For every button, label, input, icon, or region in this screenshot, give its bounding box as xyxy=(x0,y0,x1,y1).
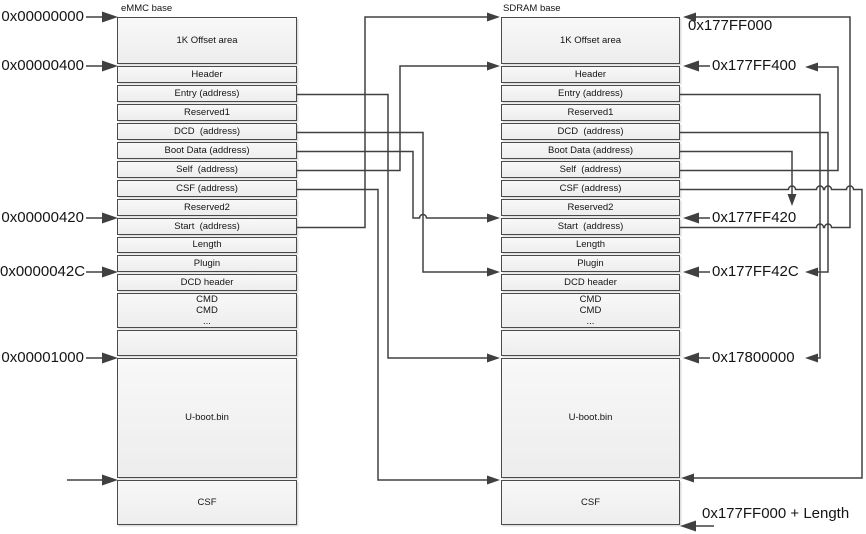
right-address-arrows xyxy=(680,60,714,532)
row-csf-section-right: CSF xyxy=(501,480,680,525)
left-address-arrows xyxy=(67,11,118,486)
row-dcd-header-left: DCD header xyxy=(117,274,297,291)
address-label-left-1: 0x00000400 xyxy=(1,57,84,74)
row-reserved2-left: Reserved2 xyxy=(117,199,297,216)
address-label-left-4: 0x00001000 xyxy=(1,349,84,366)
row-dcd-header-right: DCD header xyxy=(501,274,680,291)
address-label-right-0: 0x177FF000 xyxy=(688,17,773,34)
address-label-left-2: 0x00000420 xyxy=(1,209,84,226)
arrow-right-icon xyxy=(487,475,500,485)
connector-boot-data xyxy=(297,150,488,219)
arrow-right-icon xyxy=(487,12,500,22)
arrow-right-icon xyxy=(102,212,118,224)
arrow-left-icon xyxy=(681,473,694,483)
row-boot-data-address-left: Boot Data (address) xyxy=(117,142,297,159)
connector-csf xyxy=(297,188,488,481)
connector-sdram-boot-data xyxy=(680,150,793,194)
connector-entry xyxy=(297,93,488,359)
address-label-right-1: 0x177FF400 xyxy=(712,57,797,74)
row-reserved1-left: Reserved1 xyxy=(117,104,297,121)
arrow-right-icon xyxy=(102,352,118,364)
row-csf-address-right: CSF (address) xyxy=(501,180,680,197)
row-header-right: Header xyxy=(501,66,680,83)
row-length-right: Length xyxy=(501,237,680,253)
sdram-base-label: SDRAM base xyxy=(503,3,561,14)
arrow-left-icon xyxy=(683,60,699,72)
row-1k-offset-area-left: 1K Offset area xyxy=(117,17,297,64)
connector-sdram-csf xyxy=(680,185,863,479)
arrow-left-icon xyxy=(683,352,699,364)
address-label-right-5: 0x177FF000 + Length xyxy=(702,505,850,522)
arrow-left-icon xyxy=(680,520,696,532)
row-entry-address-right: Entry (address) xyxy=(501,85,680,102)
emmc-base-label: eMMC base xyxy=(121,3,173,14)
address-label-right-3: 0x177FF42C xyxy=(712,263,799,280)
row-start-address-left: Start (address) xyxy=(117,218,297,235)
connector-sdram-self xyxy=(680,66,839,172)
row-length-left: Length xyxy=(117,237,297,253)
row-u-boot-bin-right: U-boot.bin xyxy=(501,358,680,478)
connector-dcd xyxy=(297,131,488,273)
arrow-right-icon xyxy=(102,474,118,486)
row-spacer-left xyxy=(117,330,297,356)
arrow-right-icon xyxy=(102,60,118,72)
row-header-left: Header xyxy=(117,66,297,83)
emmc-to-sdram-connectors xyxy=(297,12,500,485)
arrow-left-icon xyxy=(683,266,699,278)
sdram-pointer-connectors xyxy=(680,12,863,483)
row-plugin-left: Plugin xyxy=(117,255,297,272)
row-cmd-list-right: CMD CMD ... xyxy=(501,293,680,328)
arrow-right-icon xyxy=(487,267,500,277)
row-u-boot-bin-left: U-boot.bin xyxy=(117,358,297,478)
arrow-right-icon xyxy=(487,353,500,363)
address-label-right-2: 0x177FF420 xyxy=(712,209,797,226)
arrow-down-icon xyxy=(787,194,797,206)
arrow-left-icon xyxy=(805,267,818,277)
row-boot-data-address-right: Boot Data (address) xyxy=(501,142,680,159)
row-dcd-address-left: DCD (address) xyxy=(117,123,297,140)
arrow-right-icon xyxy=(487,213,500,223)
row-reserved2-right: Reserved2 xyxy=(501,199,680,216)
row-csf-section-left: CSF xyxy=(117,480,297,525)
address-label-left-3: 0x0000042C xyxy=(0,263,86,280)
arrow-left-icon xyxy=(805,353,818,363)
arrow-right-icon xyxy=(102,266,118,278)
arrow-left-icon xyxy=(805,62,818,72)
arrow-right-icon xyxy=(102,11,118,23)
row-dcd-address-right: DCD (address) xyxy=(501,123,680,140)
connector-start xyxy=(297,16,488,229)
row-csf-address-left: CSF (address) xyxy=(117,180,297,197)
row-entry-address-left: Entry (address) xyxy=(117,85,297,102)
address-label-right-4: 0x17800000 xyxy=(712,349,795,366)
row-self-address-left: Self (address) xyxy=(117,161,297,178)
row-1k-offset-area-right: 1K Offset area xyxy=(501,17,680,64)
connector-sdram-dcd xyxy=(680,131,829,273)
address-label-left-0: 0x00000000 xyxy=(1,8,84,25)
arrow-right-icon xyxy=(487,61,500,71)
connector-sdram-start xyxy=(680,16,851,229)
row-spacer-right xyxy=(501,330,680,356)
row-plugin-right: Plugin xyxy=(501,255,680,272)
connector-self xyxy=(297,65,488,172)
row-cmd-list-left: CMD CMD ... xyxy=(117,293,297,328)
row-self-address-right: Self (address) xyxy=(501,161,680,178)
arrow-left-icon xyxy=(683,212,699,224)
row-start-address-right: Start (address) xyxy=(501,218,680,235)
row-reserved1-right: Reserved1 xyxy=(501,104,680,121)
